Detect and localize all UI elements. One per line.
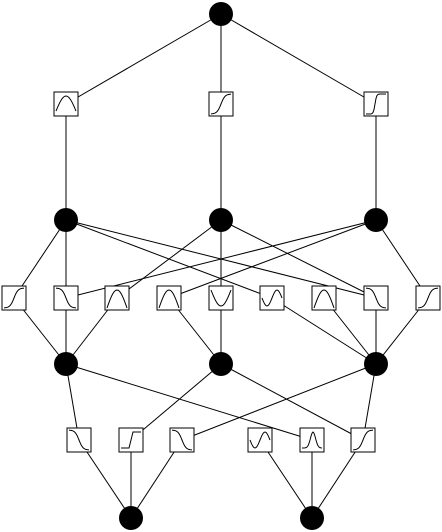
edge-b8-n6 bbox=[271, 297, 377, 365]
activation-box-b7 bbox=[208, 285, 234, 311]
edge-n3-b11 bbox=[375, 219, 429, 299]
activation-box-b11 bbox=[415, 285, 441, 311]
curve-icon bbox=[55, 287, 77, 309]
edge-n0-b2 bbox=[220, 13, 377, 105]
activation-box-b5 bbox=[104, 285, 130, 311]
node-n0 bbox=[209, 2, 233, 26]
curve-icon bbox=[3, 287, 25, 309]
node-n6 bbox=[364, 352, 388, 376]
activation-box-b6 bbox=[156, 285, 182, 311]
curve-icon bbox=[68, 429, 90, 451]
curve-icon bbox=[313, 289, 335, 309]
edge-n1-b3 bbox=[13, 219, 67, 299]
node-n4 bbox=[54, 352, 78, 376]
edge-n6-b14 bbox=[181, 363, 377, 441]
node-n7 bbox=[119, 506, 143, 530]
activation-box-b1 bbox=[208, 91, 234, 117]
edge-b17-n8 bbox=[311, 439, 364, 519]
activation-box-b14 bbox=[169, 427, 195, 453]
node-n1 bbox=[54, 208, 78, 232]
node-n2 bbox=[209, 208, 233, 232]
curve-icon bbox=[121, 431, 141, 449]
edge-n6-b17 bbox=[362, 363, 377, 441]
edge-n3-b4 bbox=[65, 219, 377, 299]
curve-icon bbox=[417, 287, 439, 309]
activation-box-b17 bbox=[350, 427, 376, 453]
curve-icon bbox=[352, 429, 374, 451]
edge-n0-b0 bbox=[65, 13, 222, 105]
edge-n5-b17 bbox=[220, 363, 364, 441]
curve-icon bbox=[158, 289, 180, 309]
activation-box-b2 bbox=[363, 91, 389, 117]
activation-box-b8 bbox=[259, 285, 285, 311]
activation-box-b12 bbox=[66, 427, 92, 453]
activation-box-b9 bbox=[311, 285, 337, 311]
activation-box-b10 bbox=[363, 285, 389, 311]
edge-b14-n7 bbox=[130, 439, 183, 519]
curve-icon bbox=[171, 429, 193, 451]
edge-b15-n8 bbox=[259, 439, 313, 519]
curve-icon bbox=[261, 289, 283, 307]
edge-n4-b12 bbox=[65, 363, 80, 441]
edge-n2-b5 bbox=[116, 219, 222, 299]
activation-box-b3 bbox=[1, 285, 27, 311]
curve-icon bbox=[366, 93, 386, 115]
activation-box-b0 bbox=[53, 91, 79, 117]
edge-n3-b6 bbox=[168, 219, 377, 299]
nodes-group bbox=[54, 2, 388, 530]
activation-box-b13 bbox=[118, 427, 144, 453]
activation-box-b15 bbox=[247, 427, 273, 453]
node-n5 bbox=[209, 352, 233, 376]
curve-icon bbox=[210, 289, 232, 307]
curve-icon bbox=[210, 93, 232, 115]
boxes-group bbox=[1, 91, 441, 453]
curve-icon bbox=[365, 287, 387, 309]
activation-box-b4 bbox=[53, 285, 79, 311]
curve-icon bbox=[249, 431, 271, 449]
curve-icon bbox=[55, 95, 77, 112]
curve-icon bbox=[106, 289, 128, 309]
node-n3 bbox=[364, 208, 388, 232]
edge-b12-n7 bbox=[78, 439, 132, 519]
edge-n5-b13 bbox=[130, 363, 222, 441]
node-n8 bbox=[300, 506, 324, 530]
curve-icon bbox=[301, 431, 323, 449]
activation-box-b16 bbox=[299, 427, 325, 453]
edge-n2-b10 bbox=[220, 219, 377, 299]
edge-n4-b16 bbox=[65, 363, 313, 441]
